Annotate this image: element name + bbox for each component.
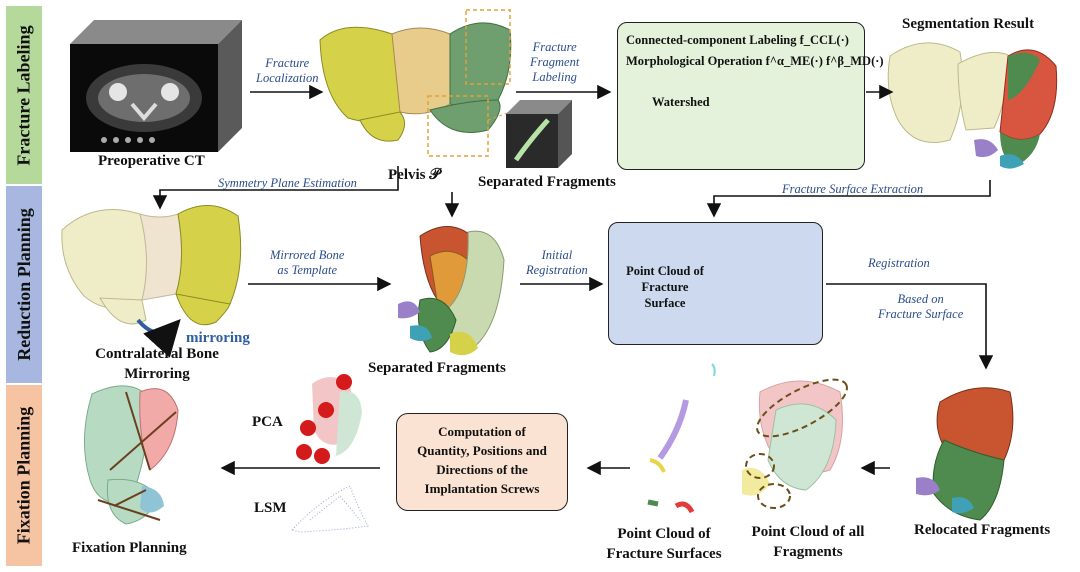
comp-line-3: Directions of the	[436, 462, 528, 477]
stage-band-reduction: Reduction Planning	[6, 186, 42, 383]
separated-fragments-model	[398, 226, 505, 356]
ffl-line-3: Labeling	[532, 70, 577, 84]
fracture-surface-box: Point Cloud of Fracture Surface	[608, 222, 823, 345]
pca-label: PCA	[252, 414, 283, 430]
watershed-label: Watershed	[652, 95, 710, 109]
fracture-localization-line-1: Fracture	[265, 56, 310, 70]
initial-registration-label: Initial Registration	[526, 248, 588, 278]
all-fragments-pointcloud	[742, 378, 848, 509]
comp-line-2: Quantity, Positions and	[417, 443, 547, 458]
based-line-2: Fracture Surface	[878, 307, 964, 321]
segmentation-result-model	[887, 42, 1058, 169]
relocated-fragments-label: Relocated Fragments	[914, 522, 1051, 538]
separated-fragments-cube	[506, 100, 572, 168]
ccl-label: Connected-component Labeling f_CCL(·)	[626, 33, 849, 47]
mirrored-template-label: Mirrored Bone as Template	[270, 248, 344, 278]
initial-line-2: Registration	[526, 263, 588, 277]
fracture-surfaces-pointcloud	[647, 363, 716, 514]
contralateral-label-1: Contralateral Bone	[95, 346, 219, 362]
screw-computation-box: Computation of Quantity, Positions and D…	[396, 413, 568, 511]
fixation-planning-label: Fixation Planning	[72, 540, 187, 556]
surface-extraction-label: Fracture Surface Extraction	[782, 182, 924, 196]
arrow-symmetry	[152, 166, 399, 210]
mirrored-line-1: Mirrored Bone	[270, 248, 345, 262]
comp-line-4: Implantation Screws	[424, 481, 540, 496]
based-on-surface-label: Based on Fracture Surface	[878, 292, 963, 322]
morphology-label: Morphological Operation f^α_ME(·) f^β_MD…	[626, 54, 884, 68]
mirroring-label: mirroring	[186, 330, 250, 346]
segmentation-result-label: Segmentation Result	[902, 16, 1035, 32]
screw-computation-label: Computation of Quantity, Positions and D…	[401, 422, 563, 498]
fracture-localization-label: Fracture Localization	[256, 56, 319, 86]
lsm-label: LSM	[254, 500, 287, 516]
comp-line-1: Computation of	[438, 424, 526, 439]
fracture-surface-box-label: Point Cloud of Fracture Surface	[617, 263, 713, 311]
pc-fs-label-2: Fracture Surfaces	[606, 546, 722, 562]
mirrored-line-2: as Template	[277, 263, 338, 277]
pca-illustration	[296, 374, 362, 464]
separated-fragments-mid-label: Separated Fragments	[368, 360, 506, 376]
pc-all-label-1: Point Cloud of all	[751, 524, 865, 540]
pelvis-model	[319, 9, 512, 157]
stage-band-fixation: Fixation Planning	[6, 385, 42, 566]
registration-label: Registration	[868, 256, 930, 270]
lsm-illustration	[291, 485, 369, 533]
pc-box-line-1: Point Cloud of	[626, 264, 704, 278]
fixation-planning-model	[84, 385, 179, 525]
separated-fragments-top-label: Separated Fragments	[478, 174, 616, 190]
arrow-registration	[826, 283, 994, 370]
pc-all-label-2: Fragments	[773, 544, 843, 560]
preoperative-ct-label: Preoperative CT	[98, 153, 205, 169]
symmetry-plane-label: Symmetry Plane Estimation	[218, 176, 357, 190]
ffl-line-2: Fragment	[530, 55, 580, 69]
pc-fs-label-1: Point Cloud of	[617, 526, 711, 542]
ct-volume-cube	[70, 20, 242, 152]
based-line-1: Based on	[897, 292, 944, 306]
pc-box-line-3: Surface	[644, 296, 686, 310]
arrow-surface-extraction	[706, 180, 991, 218]
pc-box-line-2: Fracture	[641, 280, 689, 294]
segmentation-method-box: Connected-component Labeling f_CCL(·) Mo…	[617, 22, 884, 170]
pelvis-label: Pelvis 𝒫	[388, 167, 441, 183]
fracture-localization-line-2: Localization	[256, 71, 319, 85]
initial-line-1: Initial	[541, 248, 573, 262]
ffl-line-1: Fracture	[532, 40, 577, 54]
relocated-fragments-model	[916, 387, 1014, 521]
contralateral-label-2: Mirroring	[124, 366, 190, 382]
fragment-labeling-label: Fracture Fragment Labeling	[530, 40, 579, 85]
stage-band-fracture: Fracture Labeling	[6, 6, 42, 184]
contralateral-mirroring-model	[61, 205, 242, 358]
